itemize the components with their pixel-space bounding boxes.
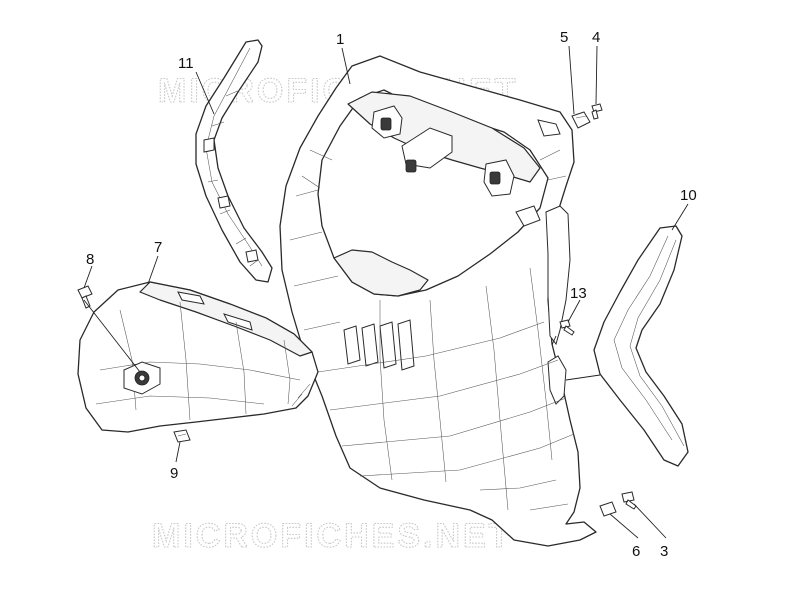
leader-lines xyxy=(83,45,689,539)
callout-8: 8 xyxy=(86,251,94,268)
part-1-front-shield xyxy=(279,55,597,547)
part-11-left-trim-strip xyxy=(195,39,273,283)
callout-6: 6 xyxy=(632,543,640,560)
callout-11: 11 xyxy=(178,55,194,72)
callout-7: 7 xyxy=(154,239,162,256)
part-10-right-side-panel xyxy=(593,225,689,467)
part-8-screw xyxy=(77,285,93,309)
callout-4: 4 xyxy=(592,29,600,46)
callout-9: 9 xyxy=(170,465,178,482)
callout-3: 3 xyxy=(660,543,668,560)
part-13-screw xyxy=(559,319,575,336)
part-5-clip-nut xyxy=(571,111,591,129)
part-4-screw xyxy=(591,103,603,120)
part-7-left-side-cover xyxy=(77,281,319,433)
part-9-clip-nut xyxy=(173,429,191,443)
callout-5: 5 xyxy=(560,29,568,46)
part-3-screw xyxy=(621,491,637,510)
callout-13: 13 xyxy=(570,285,587,302)
watermark-bottom: MICROFICHES.NET xyxy=(152,517,512,555)
callout-10: 10 xyxy=(680,187,697,204)
part-6-clip-nut xyxy=(599,501,617,517)
callout-1: 1 xyxy=(336,31,344,48)
